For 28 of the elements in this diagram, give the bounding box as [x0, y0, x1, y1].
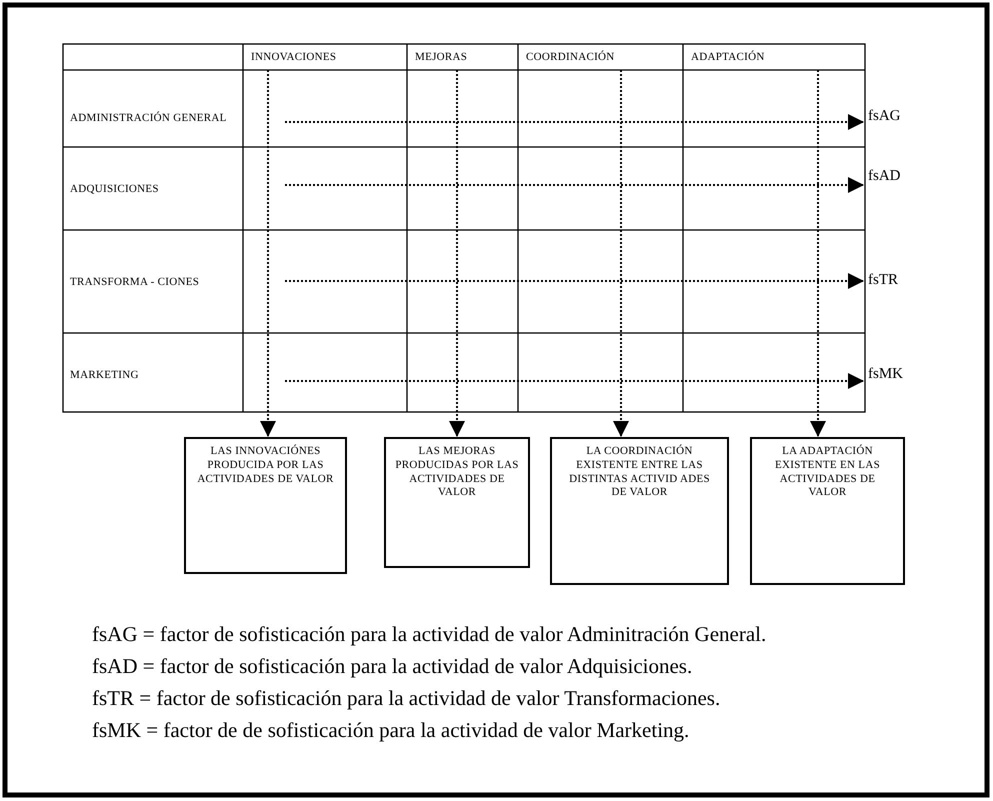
arrow — [285, 373, 864, 389]
row-header: ADMINISTRACIÓN GENERAL — [70, 88, 240, 148]
result-box: LA ADAPTACIÓN EXISTENTE EN LAS ACTIVIDADES DE VALOR — [750, 437, 905, 585]
arrow — [285, 177, 864, 193]
arrow — [613, 70, 629, 437]
arrow — [260, 70, 276, 437]
column-header: MEJORAS — [407, 44, 518, 70]
arrow — [285, 114, 864, 130]
factor-label: fsMK — [868, 366, 918, 388]
column-header: INNOVACIONES — [243, 44, 407, 70]
definition-text: fsMK = factor de de sofisticación para la actividad de valor Marketing. — [92, 718, 690, 743]
column-header: ADAPTACIÓN — [683, 44, 865, 70]
row-header: ADQUISICIONES — [70, 150, 240, 228]
definition-text: fsAG = factor de sofisticación para la actividad de valor Adminitración General. — [92, 622, 766, 647]
arrow — [810, 70, 826, 437]
definition-text: fsTR = factor de sofisticación para la actividad de valor Transformaciones. — [92, 686, 720, 711]
factor-label: fsAG — [868, 108, 918, 130]
result-box: LAS MEJORAS PRODUCIDAS POR LAS ACTIVIDADES DE VALOR — [384, 437, 530, 568]
column-header: COORDINACIÓN — [518, 44, 683, 70]
arrow — [285, 273, 864, 289]
result-box: LA COORDINACIÓN EXISTENTE ENTRE LAS DISTINTAS ACTIVID ADES DE VALOR — [550, 437, 729, 585]
definition-text: fsAD = factor de sofisticación para la actividad de valor Adquisiciones. — [92, 654, 692, 679]
result-box: LAS INNOVACIÓNES PRODUCIDA POR LAS ACTIVIDADES DE VALOR — [184, 437, 347, 574]
arrow — [449, 70, 465, 437]
factor-label: fsAD — [868, 168, 918, 190]
row-header: TRANSFORMA - CIONES — [70, 240, 240, 325]
factor-label: fsTR — [868, 272, 918, 294]
row-header: MARKETING — [70, 340, 240, 410]
